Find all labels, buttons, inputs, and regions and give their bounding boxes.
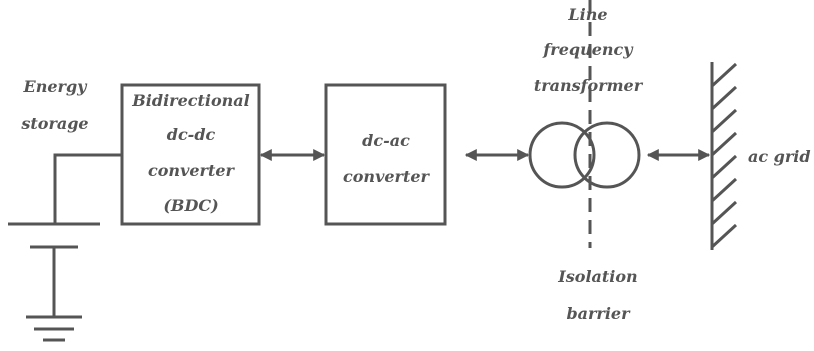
isolation-barrier-label-line2: barrier	[566, 304, 631, 323]
dc-ac-label-line2: converter	[343, 167, 431, 186]
dc-ac-converter-label: dc-ac converter	[343, 131, 431, 186]
bdc-label-line3: converter	[148, 161, 236, 180]
transformer-label-line2: frequency	[542, 40, 634, 59]
transformer-label: Line frequency transformer	[534, 5, 644, 95]
bdc-label: Bidirectional dc-dc converter (BDC)	[131, 91, 249, 215]
bdc-label-line4: (BDC)	[163, 196, 218, 215]
battery-symbol	[8, 153, 122, 342]
bdc-label-line2: dc-dc	[167, 125, 216, 144]
storage-lead-wire	[53, 153, 122, 224]
transformer-secondary-winding	[573, 121, 641, 189]
ac-grid-symbol	[710, 62, 738, 250]
energy-storage-label: Energy storage	[20, 77, 88, 133]
transformer-label-line1: Line	[567, 5, 607, 24]
energy-storage-label-line1: Energy	[23, 77, 89, 96]
bdc-box	[120, 83, 261, 226]
dc-ac-converter-box	[324, 83, 447, 226]
energy-storage-label-line2: storage	[20, 114, 88, 133]
transformer-primary-winding	[528, 121, 596, 189]
transformer-label-line3: transformer	[534, 76, 644, 95]
isolation-barrier-label-line1: Isolation	[557, 267, 637, 286]
bdc-label-line1: Bidirectional	[131, 91, 249, 110]
isolation-barrier-label: Isolation barrier	[557, 267, 637, 323]
ac-grid-label: ac grid	[748, 147, 811, 166]
dc-ac-label-line1: dc-ac	[362, 131, 410, 150]
